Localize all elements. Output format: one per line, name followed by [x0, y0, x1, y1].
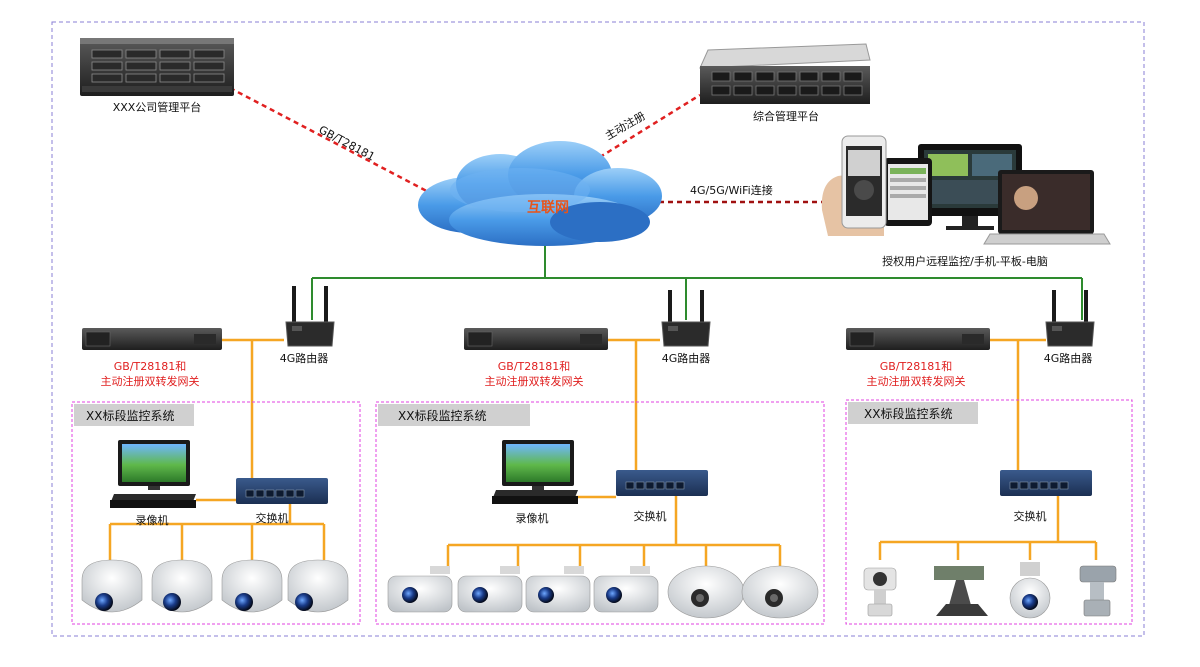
router-2-label: 4G路由器 — [662, 351, 711, 365]
gb-protocol-label: GB/T28181 — [317, 123, 377, 163]
system-2-bullet-camera-4 — [593, 566, 659, 613]
router-2 — [661, 290, 711, 347]
system-2-bullet-camera-2 — [457, 566, 523, 613]
system-1-title: XX标段监控系统 — [86, 408, 174, 423]
system-3-switch-label: 交换机 — [1014, 509, 1047, 523]
system-3-frame — [845, 399, 1133, 625]
gateway-2-label-line1: GB/T28181和 — [498, 360, 571, 373]
system-1-dome-camera-3 — [221, 559, 283, 613]
system-3-title: XX标段监控系统 — [864, 406, 952, 421]
system-2-dome-camera-1 — [667, 565, 745, 619]
integrated-platform-label: 综合管理平台 — [753, 109, 819, 123]
system-2-nvr-label: 录像机 — [516, 511, 549, 525]
internet-cloud — [418, 141, 662, 246]
system-3-tower-camera — [934, 566, 988, 616]
remote-user-devices — [821, 135, 1111, 245]
router-1 — [285, 286, 335, 347]
system-3-ptz-camera — [863, 567, 897, 617]
company-platform-server — [80, 38, 234, 96]
company-to-internet-link — [229, 86, 441, 200]
system-3-box-ptz-camera — [1079, 565, 1117, 617]
gateway-2 — [464, 328, 608, 350]
active-register-label: 主动注册 — [603, 108, 648, 142]
system-2-bullet-camera-3 — [525, 566, 591, 613]
remote-users-label: 授权用户远程监控/手机-平板-电脑 — [882, 254, 1048, 268]
system-2-switch-label: 交换机 — [634, 509, 667, 523]
system-3-switch — [1000, 470, 1092, 496]
integrated-platform-server — [699, 43, 871, 104]
gateway-1-label-line1: GB/T28181和 — [114, 360, 187, 373]
system-1-dome-camera-1 — [81, 559, 143, 613]
internet-to-integrated-link — [591, 93, 701, 164]
outer-frame — [51, 21, 1145, 637]
internet-label: 互联网 — [527, 200, 569, 216]
system-1-dome-camera-4 — [287, 559, 349, 613]
company-platform-label: XXX公司管理平台 — [113, 100, 202, 114]
system-2-monitor — [502, 440, 574, 490]
router-3-label: 4G路由器 — [1044, 351, 1093, 365]
router-1-label: 4G路由器 — [280, 351, 329, 365]
gateway-3-label-line2: 主动注册双转发网关 — [867, 374, 966, 388]
system-1-switch-label: 交换机 — [256, 511, 289, 525]
system-1-dome-camera-2 — [151, 559, 213, 613]
system-1-nvr-label: 录像机 — [136, 513, 169, 527]
gateway-2-label-line2: 主动注册双转发网关 — [485, 374, 584, 388]
system-2-dome-camera-2 — [741, 565, 819, 619]
system-3-speed-dome-camera — [1009, 562, 1051, 619]
router-3 — [1045, 290, 1095, 347]
gateway-1-label-line2: 主动注册双转发网关 — [101, 374, 200, 388]
system-2-bullet-camera-1 — [387, 566, 453, 613]
gateway-3-label-line1: GB/T28181和 — [880, 360, 953, 373]
system-2-switch — [616, 470, 708, 496]
system-1-monitor — [118, 440, 190, 490]
system-1-nvr — [110, 494, 196, 508]
gateway-1 — [82, 328, 222, 350]
gateway-3 — [846, 328, 990, 350]
system-1-switch — [236, 478, 328, 504]
mobile-link-label: 4G/5G/WiFi连接 — [690, 184, 773, 197]
system-2-nvr — [492, 490, 578, 504]
link-lines — [108, 86, 1098, 570]
system-2-title: XX标段监控系统 — [398, 408, 486, 423]
